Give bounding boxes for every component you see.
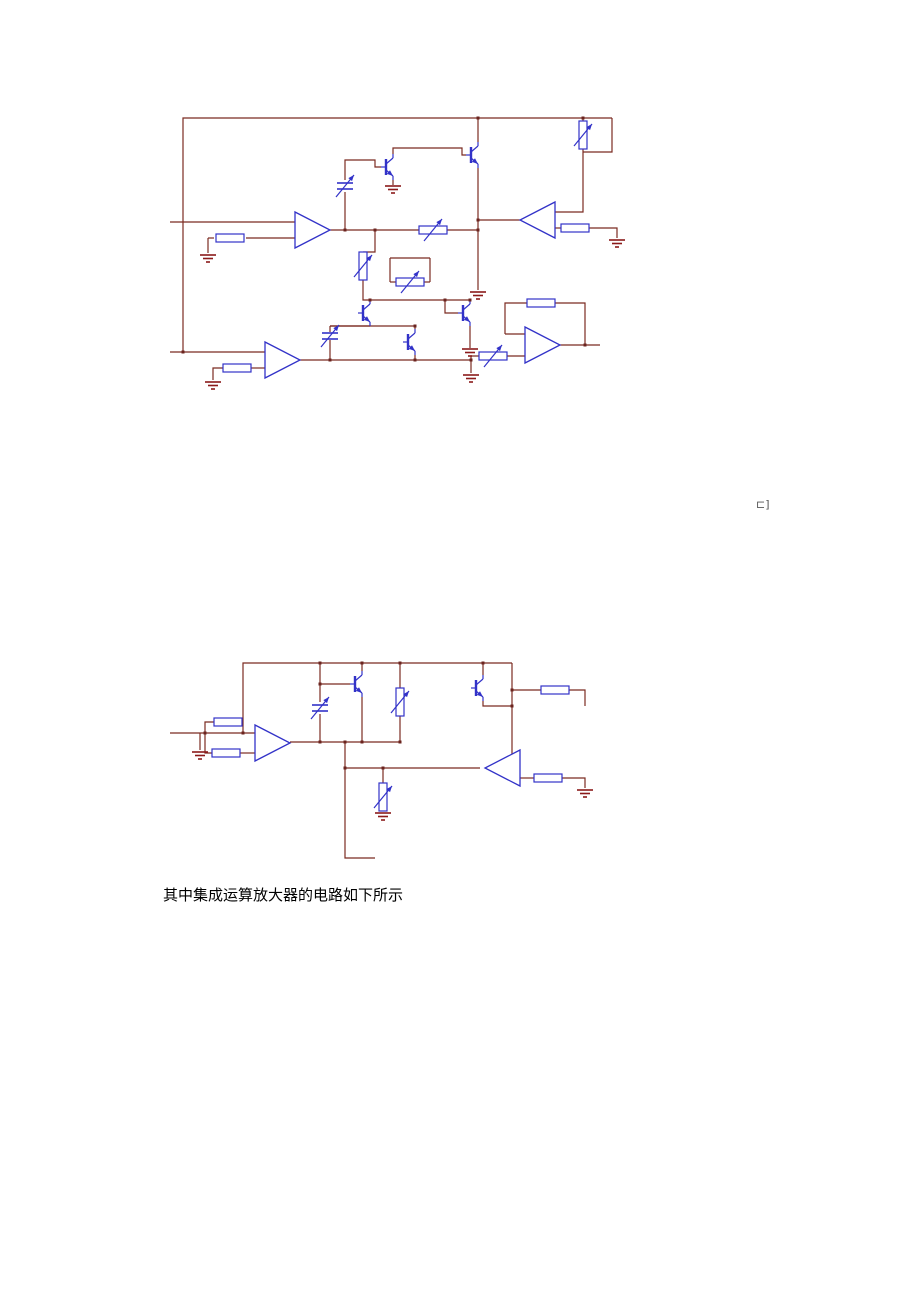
ground-icon [385, 185, 401, 194]
resistor-icon [211, 748, 241, 758]
variable-resistor-icon [573, 120, 593, 150]
caption-text: 其中集成运算放大器的电路如下所示 [163, 888, 404, 904]
ground-icon [200, 254, 216, 263]
wire [170, 662, 586, 859]
ground-icon [470, 291, 486, 300]
transistor-icon [458, 300, 471, 326]
opamp-icon [483, 748, 521, 788]
resistor-icon [526, 298, 556, 308]
opamp-icon [518, 200, 556, 240]
capacitor-icon [335, 174, 355, 198]
ground-icon [609, 239, 625, 248]
resistor-icon [215, 233, 245, 243]
circuit-schematic [170, 661, 593, 859]
transistor-icon [350, 671, 363, 697]
transistor-icon [381, 154, 394, 180]
ground-icon [375, 812, 391, 821]
opamp-icon [254, 723, 292, 763]
resistor-icon [533, 773, 563, 783]
ground-icon [462, 348, 478, 357]
transistor-icon [358, 300, 371, 326]
ground-icon [205, 381, 221, 390]
opamp-icon [264, 340, 302, 380]
cursor-artifact: ⊏] [756, 498, 770, 511]
junction-dot [203, 661, 514, 770]
variable-resistor-icon [373, 782, 393, 812]
resistor-icon [213, 717, 243, 727]
variable-resistor-icon [390, 687, 410, 717]
opamp-icon [294, 210, 332, 250]
wire [170, 117, 618, 380]
opamp-icon [524, 325, 562, 365]
ground-icon [577, 789, 593, 798]
capacitor-icon [320, 324, 340, 348]
variable-resistor-icon [418, 218, 448, 242]
ground-icon [192, 751, 208, 760]
variable-resistor-icon [478, 344, 508, 368]
transistor-icon [471, 675, 484, 701]
resistor-icon [560, 223, 590, 233]
circuit-schematic [170, 116, 625, 390]
ground-icon [463, 374, 479, 383]
variable-resistor-icon [353, 251, 373, 281]
circuit-diagram-bottom [165, 650, 615, 880]
transistor-icon [466, 142, 479, 168]
circuit-diagram-top [165, 105, 645, 415]
capacitor-icon [310, 696, 330, 720]
variable-resistor-icon [395, 270, 425, 294]
resistor-icon [222, 363, 252, 373]
transistor-icon [403, 329, 416, 355]
junction-dot [181, 116, 587, 362]
resistor-icon [540, 685, 570, 695]
